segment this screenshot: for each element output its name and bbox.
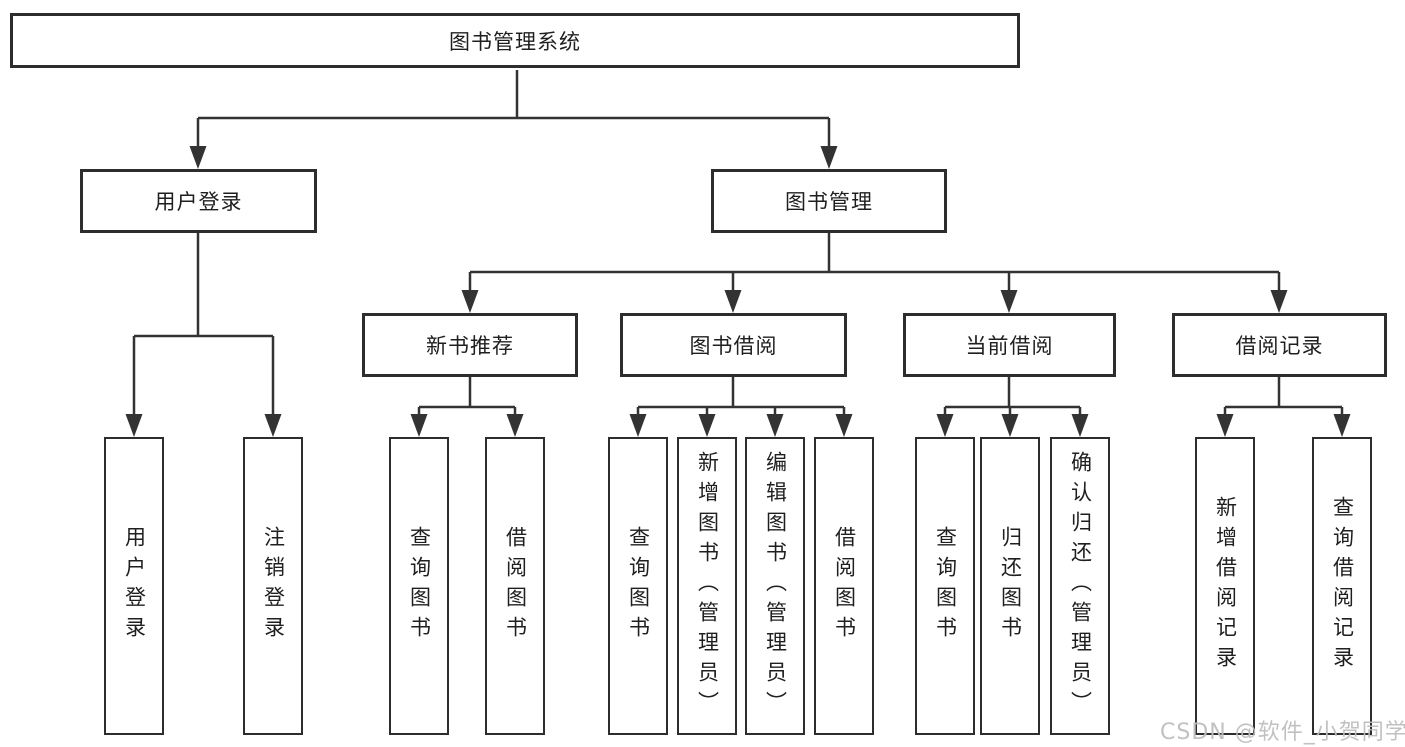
arrowhead-icon bbox=[1216, 414, 1234, 437]
arrowhead-icon bbox=[506, 414, 524, 437]
node-label: 注销登录 bbox=[261, 526, 286, 646]
node-label: 借阅图书 bbox=[832, 526, 857, 646]
connector-line bbox=[417, 377, 517, 416]
arrowhead-icon bbox=[1000, 290, 1018, 313]
arrowhead-icon bbox=[1333, 414, 1351, 437]
node-label: 图书管理系统 bbox=[449, 29, 581, 54]
node-label: 当前借阅 bbox=[965, 334, 1054, 358]
leaf-query-borrow-record: 查询借阅记录 bbox=[1312, 437, 1372, 735]
connector-recommend-to-leaves bbox=[417, 377, 517, 416]
connector-root-to-level2 bbox=[196, 70, 831, 148]
connector-line bbox=[468, 232, 1281, 292]
node-label: 查询图书 bbox=[626, 526, 651, 646]
arrowhead-icon bbox=[264, 414, 282, 437]
node-book-management: 图书管理 bbox=[711, 169, 947, 233]
node-borrowing-records: 借阅记录 bbox=[1172, 313, 1387, 377]
leaf-add-borrow-record: 新增借阅记录 bbox=[1195, 437, 1255, 735]
arrowhead-icon bbox=[724, 290, 742, 313]
node-label: 用户登录 bbox=[154, 190, 243, 214]
node-book-borrowing: 图书借阅 bbox=[620, 313, 847, 377]
arrowhead-icon bbox=[835, 414, 853, 437]
arrowhead-icon bbox=[461, 290, 479, 313]
leaf-user-login: 用户登录 bbox=[104, 437, 164, 735]
node-new-book-recommend: 新书推荐 bbox=[362, 313, 578, 377]
node-current-borrowing: 当前借阅 bbox=[903, 313, 1116, 377]
arrowhead-icon bbox=[1270, 290, 1288, 313]
arrowheads-login-leaves bbox=[125, 414, 282, 437]
node-label: 查询图书 bbox=[407, 526, 432, 646]
node-label: 新增图书（管理员） bbox=[695, 451, 720, 721]
arrowheads-leaves bbox=[410, 414, 1351, 437]
connector-mgmt-to-level3 bbox=[468, 232, 1281, 292]
arrowheads-level2 bbox=[189, 146, 838, 169]
arrowhead-icon bbox=[820, 146, 838, 169]
leaf-logout: 注销登录 bbox=[243, 437, 303, 735]
node-label: 用户登录 bbox=[122, 526, 147, 646]
csdn-watermark: CSDN @软件_小贺同学 bbox=[1160, 720, 1405, 745]
node-label: 借阅记录 bbox=[1235, 334, 1324, 358]
arrowhead-icon bbox=[1071, 414, 1089, 437]
arrowhead-icon bbox=[766, 414, 784, 437]
node-label: 归还图书 bbox=[998, 526, 1023, 646]
connector-line bbox=[943, 377, 1082, 416]
leaf-borrow-books-1: 借阅图书 bbox=[485, 437, 545, 735]
connector-borrowing-to-leaves bbox=[636, 377, 846, 416]
node-label: 图书借阅 bbox=[689, 334, 778, 358]
node-label: 新增借阅记录 bbox=[1213, 496, 1238, 676]
node-library-system: 图书管理系统 bbox=[10, 13, 1020, 68]
arrowhead-icon bbox=[410, 414, 428, 437]
leaf-return-book: 归还图书 bbox=[980, 437, 1040, 735]
node-user-login: 用户登录 bbox=[80, 169, 317, 233]
leaf-query-books-2: 查询图书 bbox=[608, 437, 668, 735]
connector-line bbox=[636, 377, 846, 416]
node-label: 编辑图书（管理员） bbox=[763, 451, 788, 721]
arrowheads-level3 bbox=[461, 290, 1288, 313]
node-label: 查询图书 bbox=[933, 526, 958, 646]
arrowhead-icon bbox=[936, 414, 954, 437]
node-label: 图书管理 bbox=[785, 190, 873, 214]
leaf-confirm-return-admin: 确认归还（管理员） bbox=[1050, 437, 1110, 735]
node-label: 新书推荐 bbox=[426, 334, 514, 358]
connector-line bbox=[1223, 377, 1344, 416]
arrowhead-icon bbox=[1001, 414, 1019, 437]
node-label: 借阅图书 bbox=[503, 526, 528, 646]
leaf-edit-book-admin: 编辑图书（管理员） bbox=[745, 437, 805, 735]
leaf-borrow-books-2: 借阅图书 bbox=[814, 437, 874, 735]
arrowhead-icon bbox=[629, 414, 647, 437]
arrowhead-icon bbox=[698, 414, 716, 437]
connector-line bbox=[196, 70, 831, 148]
connector-login-to-leaves bbox=[132, 232, 275, 416]
connector-records-to-leaves bbox=[1223, 377, 1344, 416]
connector-current-to-leaves bbox=[943, 377, 1082, 416]
node-label: 查询借阅记录 bbox=[1330, 496, 1355, 676]
node-label: 确认归还（管理员） bbox=[1068, 451, 1093, 721]
leaf-query-books-3: 查询图书 bbox=[915, 437, 975, 735]
arrowhead-icon bbox=[125, 414, 143, 437]
leaf-query-books-1: 查询图书 bbox=[389, 437, 449, 735]
connector-line bbox=[132, 232, 275, 416]
leaf-add-book-admin: 新增图书（管理员） bbox=[677, 437, 737, 735]
arrowhead-icon bbox=[189, 146, 207, 169]
